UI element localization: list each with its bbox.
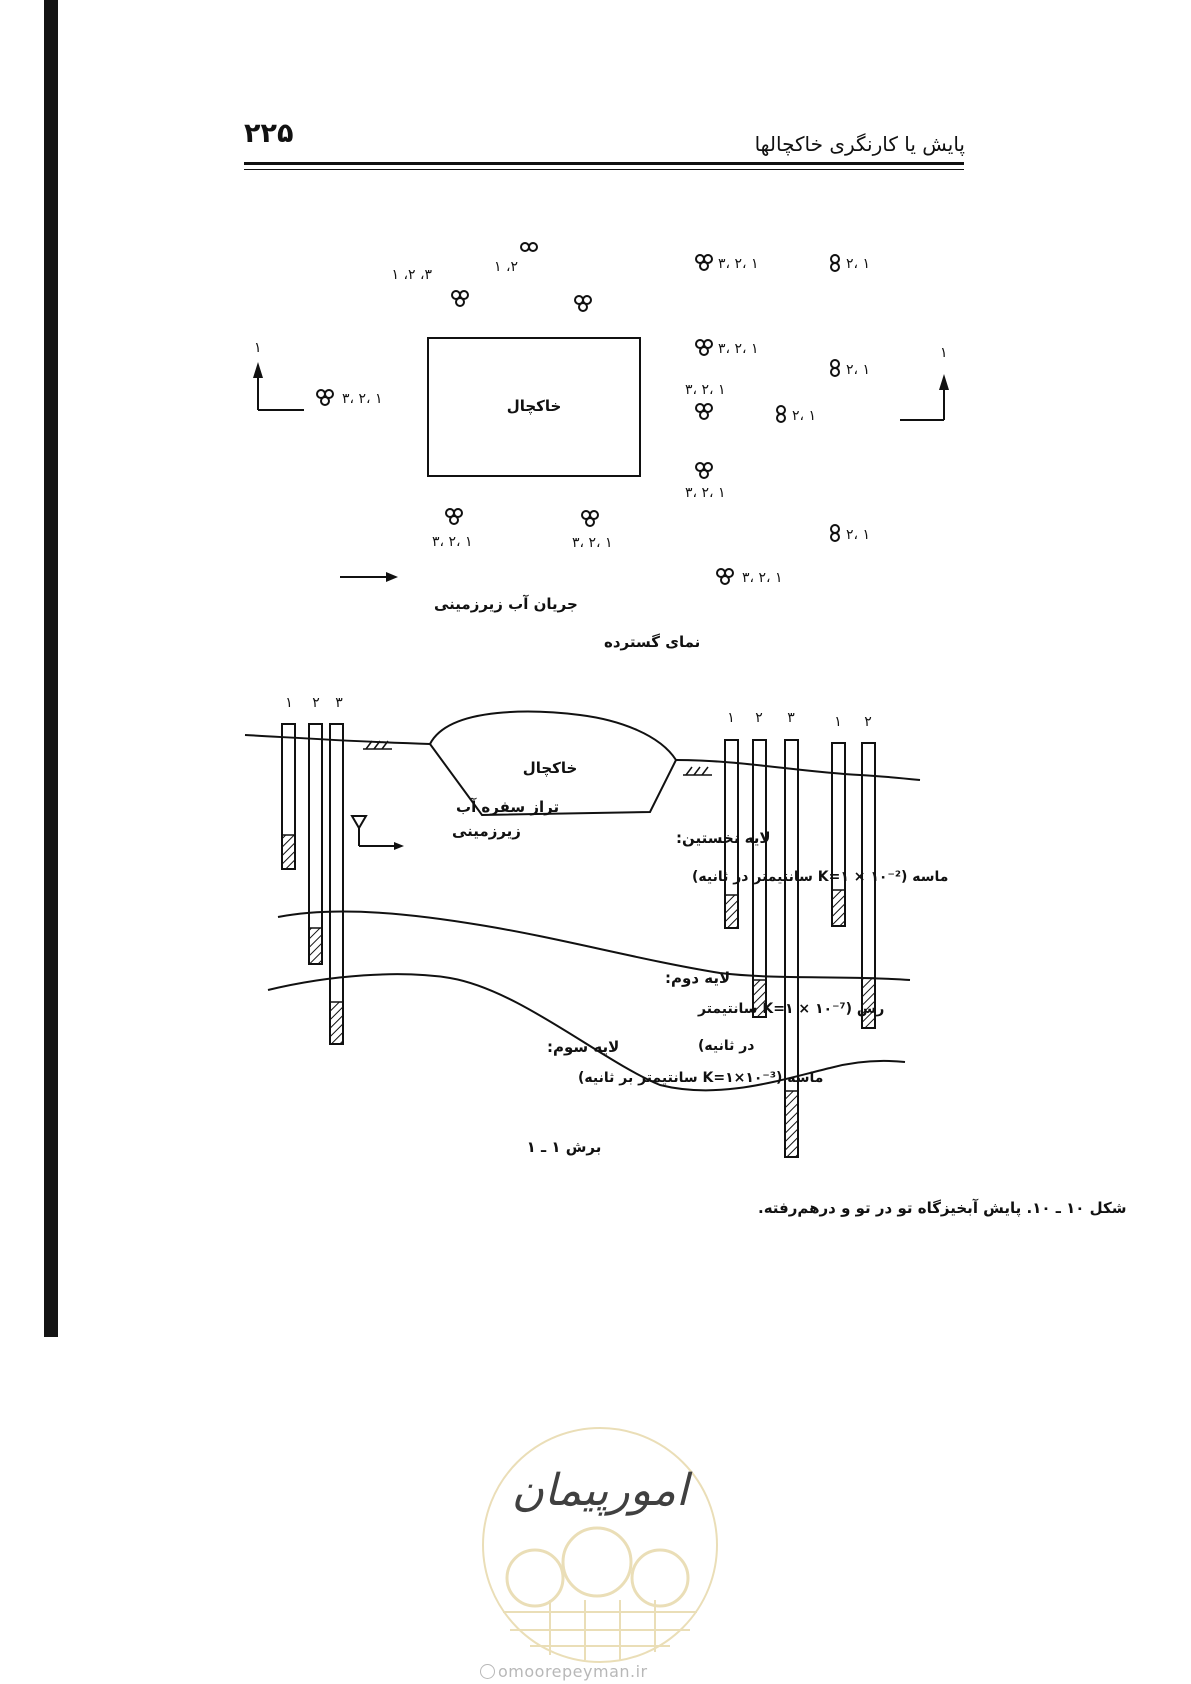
well-label: ۲، ۱ (792, 408, 816, 424)
well-cluster-icon (316, 389, 334, 406)
well-label: ۳، ۲، ۱ (342, 391, 383, 407)
watermark-seal-text: امورپیمان (512, 1465, 693, 1516)
page-number: ۲۲۵ (244, 118, 294, 149)
well-cluster-icon (830, 254, 840, 272)
svg-text:۲: ۲ (864, 714, 872, 730)
layer2-desc: رس (K=۱ × ۱۰⁻⁷ سانتیمتر (697, 1001, 884, 1017)
header-rule-thin (244, 169, 964, 170)
layer3-desc: ماسه (K=۱×۱۰⁻³ سانتیمتر بر ثانیه) (578, 1070, 823, 1086)
well-cluster-icon (695, 254, 713, 271)
well-cluster-icon (520, 242, 538, 252)
plan-caption: نمای گسترده (604, 633, 700, 651)
figure-caption: شکل ۱۰ ـ ۱۰. پایش آبخیزگاه تو در تو و در… (758, 1199, 1127, 1218)
well-label: ۲، ۱ (846, 256, 870, 272)
layer2-desc-2: در ثانیه) (698, 1038, 755, 1054)
svg-text:۱: ۱ (727, 710, 735, 726)
scan-spine-edge (44, 0, 58, 1337)
well-cluster-icon (695, 403, 713, 420)
watermark-url: omoorepeyman.ir (480, 1662, 648, 1681)
well-cluster-icon (776, 405, 786, 423)
layer1-desc: ماسه (K=۱ × ۱۰⁻² سانتیمتر در ثانیه) (692, 869, 948, 885)
water-table-label: تراز سفره آب (456, 798, 559, 816)
well-label: ۲، ۱ (846, 527, 870, 543)
landfill-label: خاکچال (507, 397, 562, 416)
watermark-seal: امورپیمان (482, 1427, 718, 1663)
well-label: ۳، ۲، ۱ (391, 267, 432, 283)
water-table-icon (350, 815, 404, 850)
svg-text:۱: ۱ (834, 714, 842, 730)
well-label: ۳، ۲، ۱ (742, 570, 783, 586)
svg-text:۱: ۱ (940, 345, 948, 361)
well-label: ۲، ۱ (494, 259, 518, 275)
layer1-title: لایه نخستین: (676, 829, 771, 847)
well-label: ۳، ۲، ۱ (685, 485, 726, 501)
ground-hatch (363, 740, 712, 776)
svg-text:۳: ۳ (787, 710, 795, 726)
well-cluster-icon (445, 508, 463, 525)
svg-text:۳: ۳ (335, 695, 343, 711)
section-marker-left: ۱ (253, 340, 304, 411)
well-cluster-icon (695, 462, 713, 479)
cross-section: خاکچال (244, 695, 948, 1158)
svg-text:۱: ۱ (254, 340, 262, 356)
landfill-section-label: خاکچال (523, 759, 578, 778)
well-label: ۲، ۱ (846, 362, 870, 378)
landfill-section (428, 710, 678, 817)
well-cluster-icon (830, 359, 840, 377)
running-title: پایش یا کارنگری خاکچالها (754, 132, 965, 156)
svg-text:۱: ۱ (285, 695, 293, 711)
watermark-url-text: omoorepeyman.ir (498, 1662, 648, 1681)
layer-boundary-1 (277, 910, 911, 981)
section-marker-right: ۱ (900, 345, 949, 421)
well-cluster-icon (574, 295, 592, 312)
well-label: ۳، ۲، ۱ (685, 382, 726, 398)
header-rule (244, 162, 964, 165)
well-cluster-icon (716, 568, 734, 585)
well-screens (281, 834, 876, 1158)
section-caption: برش ۱ ـ ۱ (527, 1138, 602, 1156)
well-label: ۳، ۲، ۱ (572, 535, 613, 551)
flow-label: جریان آب زیرزمینی (434, 595, 578, 613)
ground-surface (244, 734, 921, 781)
flow-arrow-icon (340, 572, 398, 582)
globe-icon (480, 1664, 495, 1679)
well-label: ۳، ۲، ۱ (718, 256, 759, 272)
well-cluster-icon (695, 339, 713, 356)
layer3-title: لایه سوم: (547, 1038, 619, 1056)
well-cluster-icon (581, 510, 599, 527)
layer2-title: لایه دوم: (665, 969, 730, 987)
well-cluster-icon (451, 290, 469, 307)
well-label: ۳، ۲، ۱ (432, 534, 473, 550)
layer-boundary-2 (267, 973, 906, 1092)
well-numbers: ۱ ۲ ۳ ۱ ۲ ۳ ۱ ۲ (285, 695, 872, 730)
svg-text:۲: ۲ (755, 710, 763, 726)
water-table-label-2: زیرزمینی (452, 822, 521, 840)
svg-text:۲: ۲ (312, 695, 320, 711)
plan-view: خاکچال ۳، ۲، ۱ ۲، ۱ ۳، ۲، ۱ ۲، ۱ ۳، ۲، ۱… (253, 242, 949, 651)
landfill-plan-rect (427, 337, 641, 477)
well-label: ۳، ۲، ۱ (718, 341, 759, 357)
well-cluster-icon (830, 524, 840, 542)
